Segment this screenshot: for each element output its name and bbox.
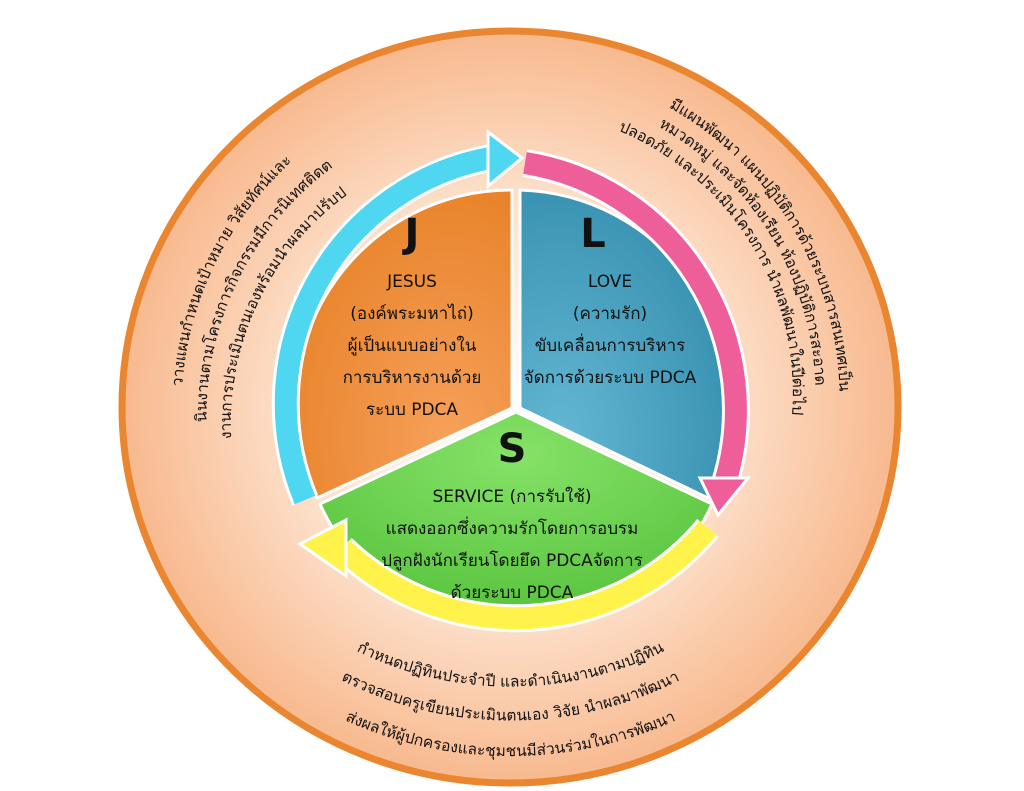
l-line-2: (ความรัก) — [573, 304, 647, 324]
j-line-2: (องค์พระมหาไถ่) — [350, 303, 473, 324]
l-line-1: LOVE — [588, 272, 632, 292]
arrow-cyan — [271, 128, 525, 506]
arrow-yellow — [297, 517, 719, 633]
j-line-3: ผู้เป็นแบบอย่างใน — [348, 334, 477, 356]
letter-l: L — [580, 211, 606, 257]
letter-j: J — [402, 211, 420, 257]
letter-s: S — [498, 426, 527, 472]
j-line-4: การบริหารงานด้วย — [343, 368, 482, 388]
s-line-3: ปลูกฝังนักเรียนโดยยึด PDCAจัดการ — [381, 550, 643, 571]
j-line-5: ระบบ PDCA — [366, 400, 458, 420]
arrow-pink — [522, 149, 752, 518]
j-line-1: JESUS — [386, 272, 437, 292]
l-line-4: จัดการด้วยระบบ PDCA — [524, 368, 697, 388]
l-line-3: ขับเคลื่อนการบริหาร — [535, 333, 686, 356]
s-line-4: ด้วยระบบ PDCA — [451, 583, 574, 603]
s-line-2: แสดงออกซึ่งความรักโดยการอบรม — [386, 516, 639, 539]
s-line-1: SERVICE (การรับใช้) — [432, 486, 591, 507]
